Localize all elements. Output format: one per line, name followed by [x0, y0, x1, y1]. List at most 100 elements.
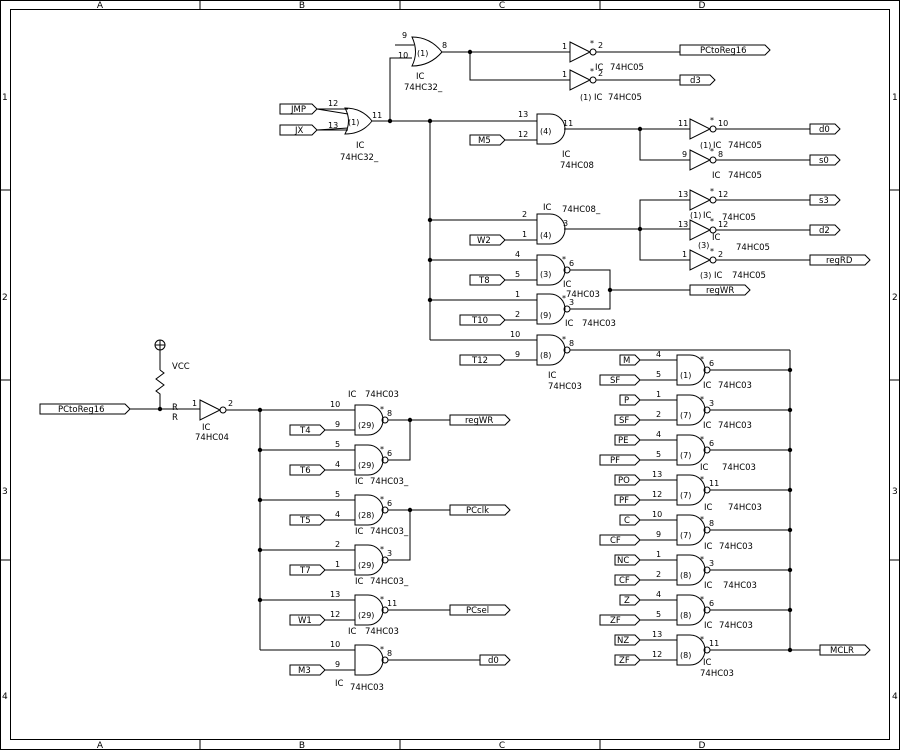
port-pctoreg16-out: PCtoReg16 — [679, 44, 771, 56]
port-d2: d2 — [809, 224, 841, 236]
port-t12-label: T12 — [471, 356, 488, 366]
nand-unit: (3) — [540, 270, 551, 279]
pin: * — [710, 247, 714, 256]
and-gate-w2: (4) 2 1 3 IC 74HC08_ — [522, 203, 601, 245]
nand-gate-t10: (9) 1 2 * 3 IC 74HC03 — [515, 290, 616, 329]
nand-unit: (9) — [540, 311, 551, 320]
row-label-4-left: 4 — [2, 692, 8, 702]
col-label-c-top: C — [499, 1, 505, 11]
pin: * — [380, 405, 384, 414]
col-label-a-bottom: A — [97, 741, 104, 750]
left-output-ports: regWR PCclk PCsel d0 — [449, 414, 511, 666]
nand-part: 74HC03 — [722, 463, 756, 473]
inverter-unit: (1) — [580, 93, 591, 102]
inverter-part: 74HC05 — [736, 243, 770, 253]
inverter-part: 74HC05 — [722, 213, 756, 223]
col-label-b-top: B — [299, 1, 305, 11]
port-s0: s0 — [809, 154, 841, 166]
and-gate-m5: (4) 13 12 11 IC 74HC08 — [518, 110, 594, 171]
nand-unit: (7) — [680, 451, 691, 460]
nand-part: 74HC03 — [350, 683, 384, 693]
flag-nand-stack — [640, 354, 790, 666]
port-z-label: Z — [624, 596, 630, 606]
port-pctoreg16-in-label: PCtoReg16 — [58, 405, 105, 415]
pin: 12 — [518, 130, 528, 139]
pin: 13 — [328, 121, 338, 130]
pin: 5 — [656, 370, 661, 379]
inverter-d2: 13 * 12 (3) IC 74HC05 — [678, 217, 810, 253]
pin: * — [700, 555, 704, 564]
nand-ic: IC — [348, 627, 357, 637]
nand-gate-t6: (29) 5 4 * 6 IC 74HC03_ — [335, 440, 409, 487]
pin: 9 — [335, 420, 340, 429]
port-t12: T12 — [459, 354, 506, 366]
pin: 13 — [518, 110, 528, 119]
wires-left-inputs — [325, 419, 480, 671]
pin: 12 — [652, 490, 662, 499]
pin: 4 — [656, 350, 661, 359]
port-regrd-label: regRD — [826, 256, 853, 266]
port-cf-label: CF — [619, 576, 630, 586]
nand-part: 74HC03 — [723, 581, 757, 591]
pin: 6 — [569, 259, 574, 268]
pin: 12 — [328, 99, 338, 108]
inverter-unit: (1) — [690, 211, 701, 220]
port-d2-label: d2 — [819, 226, 830, 236]
port-t10-label: T10 — [471, 316, 488, 326]
pin: * — [590, 39, 594, 48]
pin: 8 — [718, 150, 723, 159]
pin: 2 — [522, 210, 527, 219]
port-t7-label: T7 — [299, 566, 311, 576]
port-pe-label: PE — [618, 436, 629, 446]
col-label-d-top: D — [699, 1, 706, 11]
wires-w2 — [429, 121, 690, 340]
port-d0-top-label: d0 — [819, 125, 830, 135]
pin: * — [562, 335, 566, 344]
pin: 1 — [656, 550, 661, 559]
port-regwr-top-label: regWR — [706, 286, 734, 296]
pin: 13 — [678, 190, 688, 199]
inverter-part: 74HC04 — [195, 433, 229, 443]
port-d0-bot-label: d0 — [488, 656, 499, 666]
nand-unit: (7) — [680, 411, 691, 420]
pin: 9 — [335, 660, 340, 669]
nand-unit: (29) — [358, 461, 374, 470]
nand-gate-t8: (3) 4 5 * 6 IC 74HC03 — [515, 250, 600, 300]
nand-ic: IC — [700, 463, 709, 473]
pin: 11 — [678, 119, 688, 128]
nand-part: 74HC03 — [365, 627, 399, 637]
nand-unit: (1) — [680, 371, 691, 380]
inverter-regrd: 1 * 2 (3) IC 74HC05 — [682, 247, 810, 281]
pin: 2 — [598, 41, 603, 50]
port-zf-label: ZF — [619, 656, 630, 666]
pin: 1 — [656, 390, 661, 399]
nand-ic: IC — [704, 581, 713, 591]
nand-part: 74HC03 — [548, 382, 582, 392]
pin: 1 — [682, 250, 687, 259]
and-unit: (4) — [540, 127, 551, 136]
flag-input-ports: M SF_ P SF PE PF_ PO PF C CF_ NC CF Z ZF… — [599, 354, 641, 666]
nand-part: 74HC03 — [582, 319, 616, 329]
pin: 3 — [563, 219, 568, 228]
row-label-2-left: 2 — [2, 293, 8, 303]
pin: 8 — [709, 519, 714, 528]
inverter-s0: 9 * 8 IC 74HC05 — [682, 147, 810, 181]
row-label-1-right: 1 — [892, 93, 898, 103]
pin: * — [380, 495, 384, 504]
nand-part: 74HC03_ — [370, 477, 409, 487]
nand-unit: (7) — [680, 491, 691, 500]
pin: 6 — [709, 599, 714, 608]
pin: * — [700, 475, 704, 484]
pin: 11 — [372, 111, 382, 120]
nand-ic: IC — [703, 381, 712, 391]
nand-ic: IC — [563, 280, 572, 290]
pin: 1 — [562, 42, 567, 51]
pin: * — [380, 595, 384, 604]
port-w1-label: W1 — [298, 616, 312, 626]
pin: 13 — [652, 470, 662, 479]
pin: 12 — [330, 610, 340, 619]
pin: 2 — [656, 570, 661, 579]
inverter-s3: 13 * 12 (1) IC 74HC05 — [678, 187, 810, 223]
pin: 5 — [515, 270, 520, 279]
